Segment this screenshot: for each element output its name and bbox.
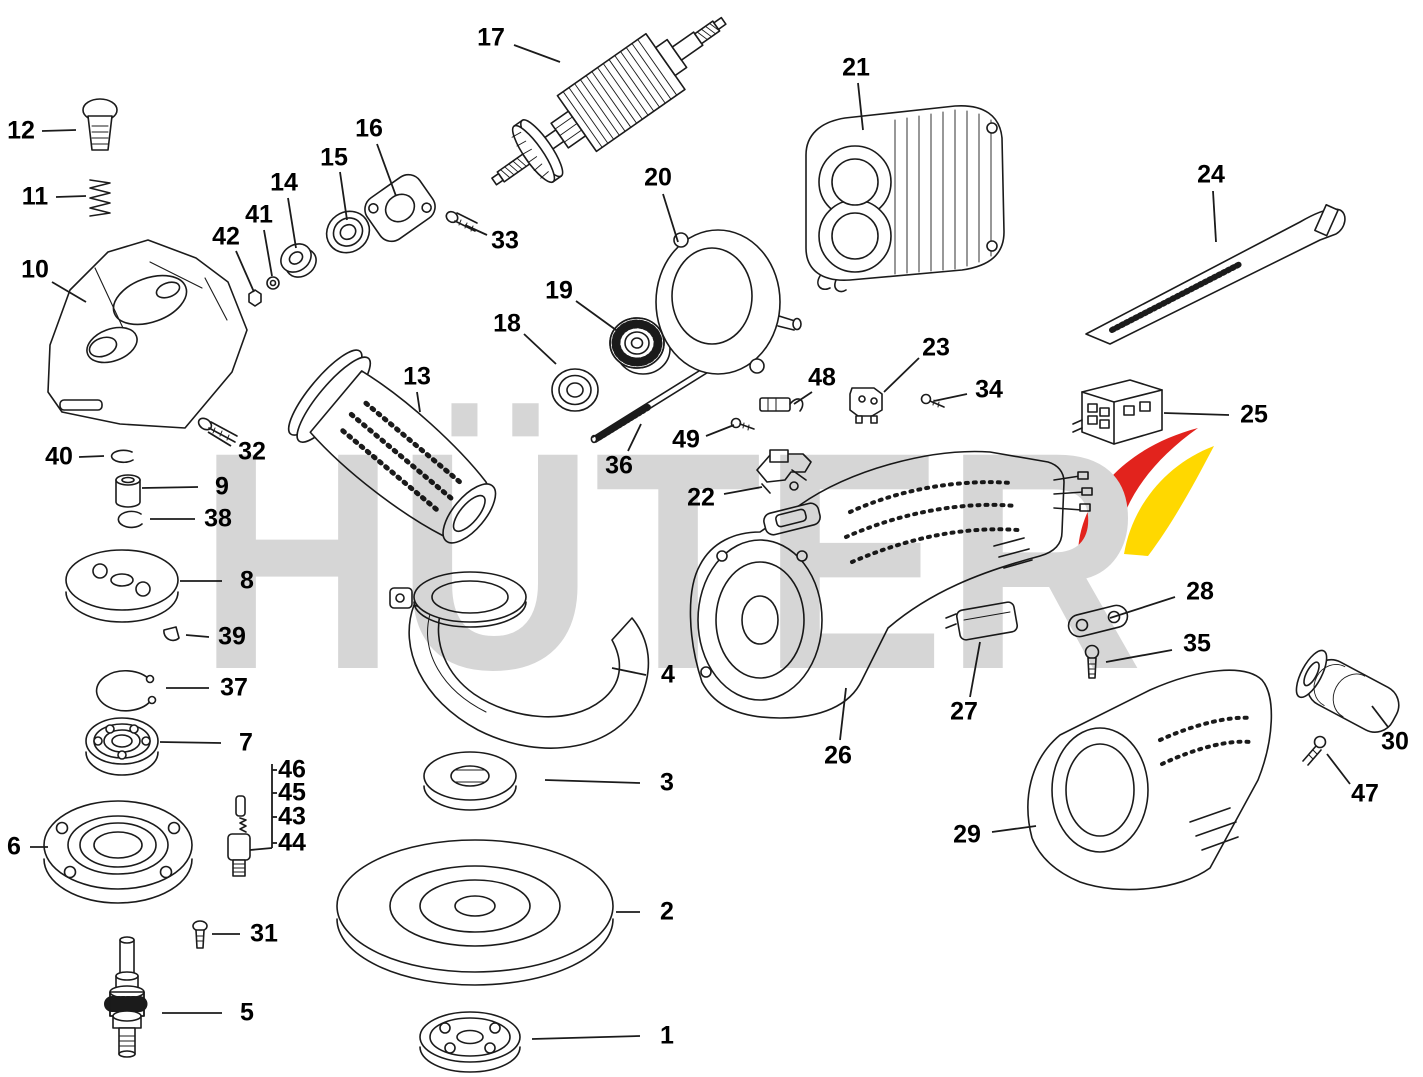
part-11-spring [89,179,111,217]
leader-line-17 [513,44,561,63]
part-3-inner-flange [423,751,517,811]
part-39-key [163,626,180,642]
part-27-capacitor [945,601,1019,641]
leader-line-33 [464,224,488,236]
part-21-stator [805,105,1005,293]
leader-line-10 [51,281,87,303]
leader-line-27 [969,641,981,698]
leader-line-19 [575,300,617,331]
leader-line-22 [723,486,763,495]
part-40-retaining-ring [110,449,134,464]
leader-lines [30,44,1389,1040]
part-5-spindle [104,936,150,1058]
part-30-handle-grip [1295,649,1400,733]
part-spindle-lock-assembly [227,795,251,877]
leader-line-28 [1109,596,1176,619]
part-26-motor-housing [689,450,1093,719]
leader-line-9 [141,486,199,489]
part-28-connector-link [1067,604,1129,638]
part-31-screw [192,920,208,949]
bracket-line-1 [249,847,273,851]
leader-line-36 [627,423,642,452]
leader-line-47 [1326,753,1351,785]
part-2-grinding-disc [336,839,614,986]
leader-line-29 [991,825,1037,833]
part-7-bearing [85,717,159,776]
part-13-side-handle [287,349,497,544]
leader-line-3 [544,779,641,784]
part-23-switch-bracket [849,387,883,424]
part-17-armature [491,16,727,186]
part-35-screw [1084,644,1100,679]
part-38-circlip [117,510,143,529]
part-37-circlip [95,670,157,712]
leader-line-14 [287,197,297,249]
leader-line-24 [1212,190,1217,243]
leader-line-18 [523,333,557,365]
leader-line-39 [185,634,210,638]
part-33-screw [445,210,478,232]
leader-line-49 [705,424,735,437]
leader-line-42 [235,250,255,293]
leader-line-1 [531,1035,641,1040]
part-41-washer [266,276,280,290]
part-14-bushing [280,243,317,278]
part-24-lever-bar [1085,203,1346,345]
part-19-pinion-gear [609,317,671,375]
part-9-bushing [115,474,141,508]
leader-line-30 [1371,705,1389,728]
part-15-bearing [325,210,371,254]
part-1-flange-nut [419,1011,521,1073]
part-6-bearing-flange [43,800,193,904]
leader-line-40 [78,455,105,458]
part-20-flange-cover [655,229,802,375]
leader-line-41 [263,229,273,277]
part-4-wheel-guard [389,571,650,749]
leader-line-12 [41,129,77,132]
part-18-bearing [551,368,599,412]
leader-line-48 [793,391,813,405]
leader-line-25 [1163,412,1230,416]
leader-line-32 [207,431,232,447]
part-29-rear-cover [1027,669,1273,891]
part-8-flange-wheel [65,549,179,623]
part-22-brush-holder [756,449,812,494]
leader-line-7 [159,741,222,744]
leader-line-16 [376,143,397,197]
part-34-screw [920,393,945,408]
leader-line-11 [55,195,87,198]
leader-line-15 [339,171,348,221]
part-16-gasket [364,173,436,243]
leader-line-35 [1105,649,1173,663]
leader-line-23 [883,357,920,393]
leader-line-34 [933,393,968,402]
leader-line-21 [857,82,864,131]
leader-line-20 [662,193,679,243]
part-47-screw [1302,735,1327,766]
leader-line-4 [611,667,647,676]
leader-line-26 [839,687,847,741]
part-12-bolt [82,98,118,151]
part-10-gear-housing [47,239,248,429]
part-32-screw [197,417,238,443]
part-42-nut [248,289,262,307]
leader-line-13 [416,391,421,413]
